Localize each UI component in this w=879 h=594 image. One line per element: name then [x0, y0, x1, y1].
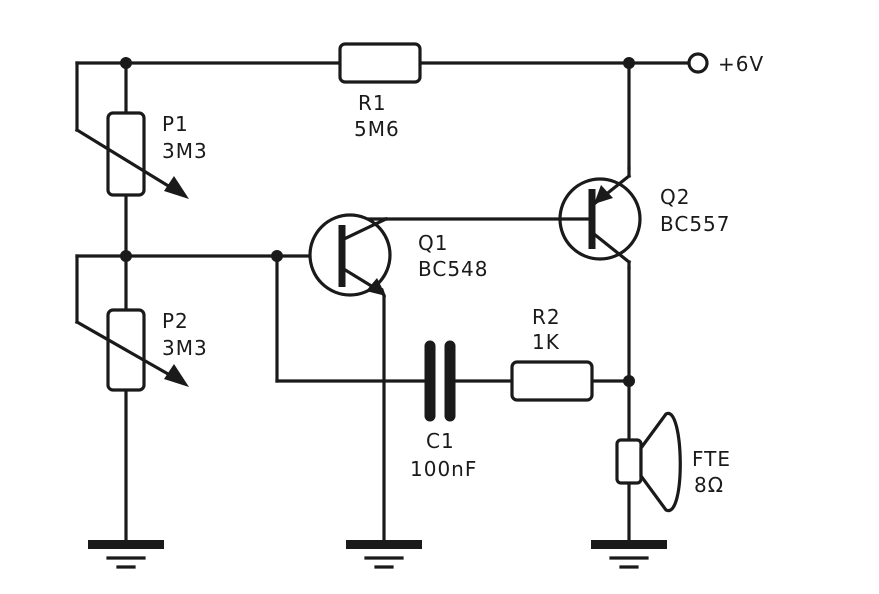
r2-body	[510, 360, 594, 402]
ground-left	[88, 540, 164, 569]
terminal-circle	[687, 52, 709, 74]
q1-ref: Q1	[418, 231, 448, 255]
q1-emitter-join	[379, 287, 387, 299]
speaker-cone-icon	[639, 412, 682, 512]
p1-wiper	[74, 127, 178, 193]
supply-label: +6V	[718, 52, 764, 76]
resistor-r1: R1 5M6	[338, 42, 422, 141]
fte-value: 8Ω	[694, 473, 724, 497]
transistor-q1: Q1 BC548	[308, 213, 489, 299]
capacitor-c1: C1 100nF	[410, 340, 477, 481]
q2-value: BC557	[660, 212, 731, 236]
r1-value: 5M6	[354, 117, 400, 141]
supply-terminal: +6V	[687, 52, 764, 76]
p1-body	[106, 111, 146, 197]
junctions	[120, 57, 635, 387]
q1-collector-lead	[339, 216, 389, 243]
ground-right	[591, 540, 667, 569]
transistor-q2: Q2 BC557	[558, 166, 731, 270]
junction-dot	[120, 250, 132, 262]
fte-ref: FTE	[692, 447, 731, 471]
p2-wiper	[74, 319, 178, 381]
p1-ref: P1	[162, 112, 189, 136]
p1-arrow-icon	[164, 176, 189, 199]
ground-icon	[591, 540, 667, 549]
q2-collector-lead	[591, 231, 632, 265]
c1-value: 100nF	[410, 457, 477, 481]
speaker-fte: FTE 8Ω	[615, 412, 731, 512]
ground-icon	[88, 540, 164, 549]
ground-center	[346, 540, 422, 569]
potentiometer-p1: P1 3M3	[74, 111, 208, 199]
potentiometer-p2: P2 3M3	[74, 308, 208, 392]
q2-emitter-arrow-icon	[594, 185, 613, 204]
q1-envelope	[308, 213, 392, 297]
p2-ref: P2	[162, 309, 189, 333]
c1-ref: C1	[426, 429, 455, 453]
speaker-coil	[615, 438, 643, 485]
p2-value: 3M3	[162, 336, 208, 360]
p1-value: 3M3	[162, 139, 208, 163]
r2-ref: R2	[532, 305, 561, 329]
q2-ref: Q2	[660, 185, 690, 209]
junction-dot	[623, 57, 635, 69]
q1-value: BC548	[418, 257, 489, 281]
junction-dot	[120, 57, 132, 69]
r1-ref: R1	[358, 91, 387, 115]
junction-dot	[271, 250, 283, 262]
p2-arrow-icon	[164, 364, 189, 387]
r2-value: 1K	[532, 330, 560, 354]
ground-icon	[346, 540, 422, 549]
resistor-r2: R2 1K	[510, 305, 594, 402]
junction-dot	[623, 375, 635, 387]
r1-body	[338, 42, 422, 84]
